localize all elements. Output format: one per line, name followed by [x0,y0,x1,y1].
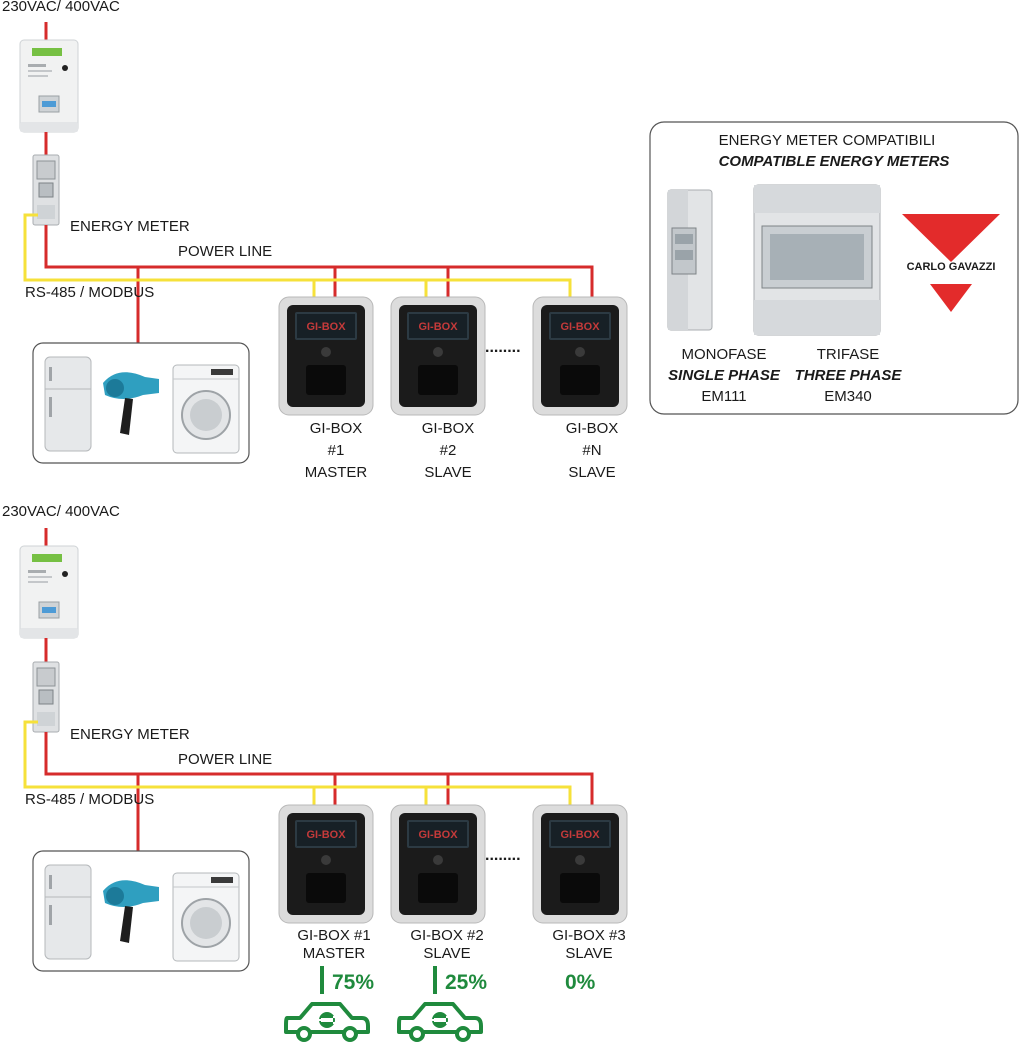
charger-1-name: GI-BOX #1 [297,927,370,944]
single-phase-en: SINGLE PHASE [668,367,781,384]
compatible-meters-panel: ENERGY METER COMPATIBILI COMPATIBLE ENER… [649,121,1019,415]
charger-1-role: MASTER [303,945,366,962]
share-bar [433,966,437,994]
charger-2-name: GI-BOX [422,420,475,437]
top-diagram: 230VAC/ 400VAC ENERGY METER POWER LINE R… [2,0,628,481]
appliances-panel [32,342,250,464]
charger-2-share: 25% [445,971,487,994]
charger-3-name: GI-BOX #3 [552,927,625,944]
wallbox-icon [532,804,628,924]
charger-2-role: SLAVE [423,945,470,962]
charger-n-role: SLAVE [568,464,615,481]
wallbox-icon [278,296,374,416]
charger-n-name: GI-BOX [566,420,619,437]
compat-title: ENERGY METER COMPATIBILI [719,132,936,149]
charger-1-number: #1 [328,442,345,459]
wallbox-icon [390,296,486,416]
three-phase-it: TRIFASE [817,346,880,363]
supply-label: 230VAC/ 400VAC [2,0,120,15]
charger-1-share: 75% [332,971,374,994]
meter-icon [19,39,79,133]
charger-1-role: MASTER [305,464,368,481]
supply-label: 230VAC/ 400VAC [2,503,120,520]
three-phase-en: THREE PHASE [795,367,903,384]
energy-meter-label: ENERGY METER [70,218,190,235]
meter-icon [19,545,79,639]
ellipsis: ........ [485,847,521,864]
ellipsis: ........ [485,339,521,356]
bus-label: RS-485 / MODBUS [25,791,154,808]
charger-2-number: #2 [440,442,457,459]
em111-meter-icon [667,189,713,331]
ev-car-icon [397,1002,483,1042]
wallbox-icon [390,804,486,924]
single-phase-model: EM111 [701,388,746,405]
power-line-label: POWER LINE [178,243,272,260]
power-line-label: POWER LINE [178,751,272,768]
share-bar [320,966,324,994]
three-phase-model: EM340 [824,388,872,405]
ev-car-icon [284,1002,370,1042]
appliances-panel [32,850,250,972]
charger-3-role: SLAVE [565,945,612,962]
brand-name: CARLO GAVAZZI [907,261,996,273]
charger-3-share: 0% [565,971,596,994]
energy-meter-label: ENERGY METER [70,726,190,743]
charger-2-name: GI-BOX #2 [410,927,483,944]
single-phase-it: MONOFASE [681,346,766,363]
compat-subtitle: COMPATIBLE ENERGY METERS [719,153,950,170]
bottom-diagram: 230VAC/ 400VAC ENERGY METER POWER LINE R… [2,503,628,1042]
bus-label: RS-485 / MODBUS [25,284,154,301]
charger-2-role: SLAVE [424,464,471,481]
charger-n-number: #N [582,442,601,459]
wallbox-icon [278,804,374,924]
em340-meter-icon [753,184,881,336]
charger-1-name: GI-BOX [310,420,363,437]
carlo-gavazzi-logo: CARLO GAVAZZI [902,214,1000,312]
wallbox-icon [532,296,628,416]
